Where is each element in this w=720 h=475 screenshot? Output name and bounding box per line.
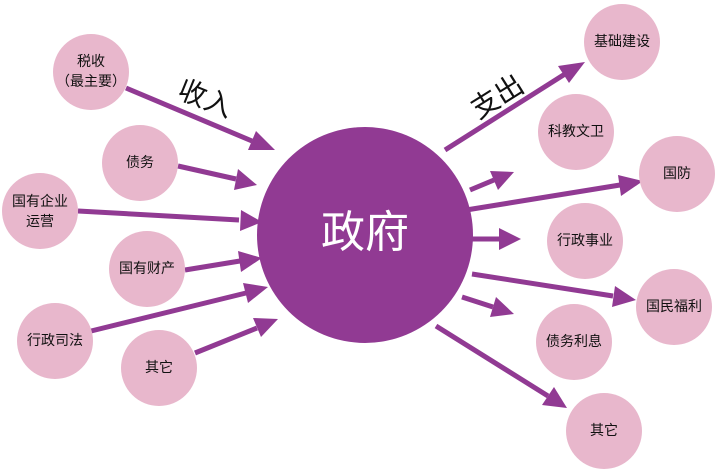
- expenditure-node-infrastructure: 基础建设: [584, 4, 660, 80]
- expenditure-arrows: [434, 62, 643, 408]
- expenditure-arrow-education: [469, 171, 514, 193]
- expenditure-node-interest: 债务利息: [536, 304, 612, 380]
- expenditure-node-label: 国防: [663, 166, 691, 182]
- expenditure-arrow-welfare: [471, 271, 636, 307]
- income-arrow-tax: [125, 85, 275, 150]
- income-arrow-other: [194, 318, 278, 356]
- income-node-judicial: 行政司法: [17, 303, 93, 379]
- center-label: 政府: [321, 207, 409, 258]
- income-arrow-state-assets: [184, 251, 262, 273]
- income-node-label: 行政司法: [27, 333, 83, 349]
- income-node-sublabel: 运营: [26, 214, 54, 230]
- expenditure-node-welfare: 国民福利: [636, 269, 712, 345]
- expenditure-arrow-admin: [472, 228, 521, 250]
- income-node-label: 其它: [145, 359, 173, 376]
- expenditure-node-label: 科教文卫: [548, 124, 604, 140]
- income-node-other: 其它: [121, 330, 197, 406]
- income-arrow-debt: [177, 163, 257, 190]
- center-node-government: 政府: [257, 127, 473, 343]
- income-arrows: [77, 85, 278, 356]
- expenditure-node-education: 科教文卫: [538, 94, 614, 170]
- expenditure-node-label: 基础建设: [594, 33, 650, 50]
- income-node-soe: 国有企业 运营: [2, 173, 78, 249]
- expenditure-arrow-infrastructure: [443, 62, 585, 153]
- expenditure-node-label: 国民福利: [646, 299, 702, 315]
- income-node-label: 税收: [77, 54, 105, 70]
- income-node-label: 国有财产: [119, 261, 175, 277]
- income-node-debt: 债务: [102, 125, 178, 201]
- income-node-state-assets: 国有财产: [109, 231, 185, 307]
- income-node-label: 债务: [126, 155, 154, 171]
- expenditure-node-admin: 行政事业: [547, 203, 623, 279]
- expenditure-arrow-other: [434, 323, 567, 408]
- expenditure-arrow-interest: [461, 294, 514, 317]
- income-arrow-soe: [77, 208, 262, 231]
- expenditure-node-label: 其它: [590, 422, 618, 439]
- expenditure-arrow-defense: [459, 175, 643, 214]
- income-arrow-judicial: [86, 283, 268, 335]
- expenditure-node-defense: 国防: [639, 136, 715, 212]
- income-node-sublabel: （最主要）: [56, 74, 126, 90]
- income-node-label: 国有企业: [12, 193, 68, 210]
- expenditure-node-label: 债务利息: [546, 333, 602, 350]
- expenditure-node-label: 行政事业: [557, 233, 613, 249]
- income-node-tax: 税收 （最主要）: [53, 34, 129, 110]
- expenditure-node-other: 其它: [566, 393, 642, 469]
- income-heading: 收入: [173, 73, 237, 125]
